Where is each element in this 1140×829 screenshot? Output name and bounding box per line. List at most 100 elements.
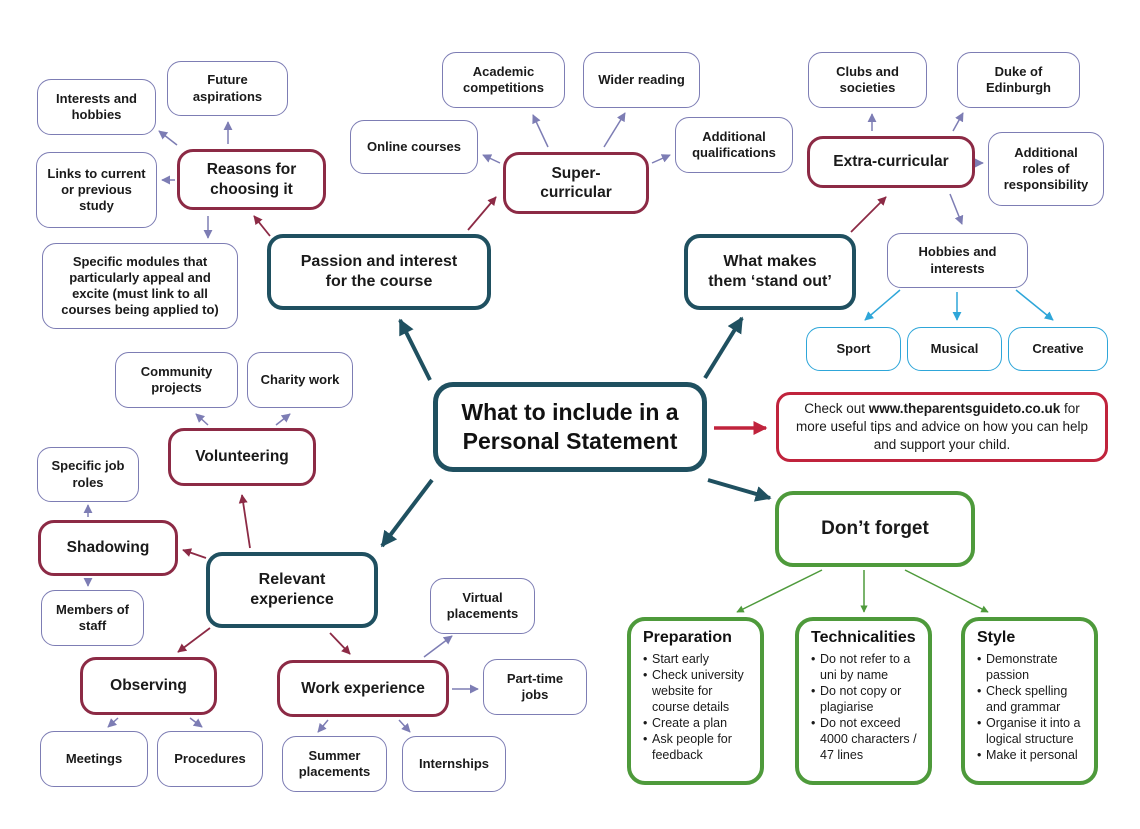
technicalities-list: Do not refer to a uni by name Do not cop… xyxy=(811,651,918,763)
branch-dont-forget-label: Don’t forget xyxy=(821,518,929,540)
arrow-standout-extra xyxy=(850,196,887,233)
arrow-vol-charity xyxy=(275,413,291,426)
leaf-clubs-societies-label: Clubs and societies xyxy=(836,63,899,95)
info-url-link[interactable]: www.theparentsguideto.co.uk xyxy=(868,401,1061,416)
leaf-links-study: Links to current or previous study xyxy=(36,152,157,228)
arrow-center-passion xyxy=(398,318,432,381)
arrow-relevant-work xyxy=(329,632,351,655)
leaf-interests-hobbies-label: Interests and hobbies xyxy=(56,90,137,122)
branch-passion-label: Passion and interest for the course xyxy=(300,253,458,290)
info-text: Check out www.theparentsguideto.co.uk fo… xyxy=(789,400,1095,454)
center-title: What to include in a Personal Statement xyxy=(461,399,679,454)
leaf-summer-placements-label: Summer placements xyxy=(298,747,371,779)
leaf-specific-modules: Specific modules that particularly appea… xyxy=(42,243,238,329)
box-technicalities: Technicalities Do not refer to a uni by … xyxy=(795,617,932,785)
leaf-future-aspirations: Future aspirations xyxy=(167,61,288,116)
leaf-part-time-jobs: Part-time jobs xyxy=(483,659,587,715)
sub-work-experience-label: Work experience xyxy=(301,679,425,697)
sub-reasons: Reasons for choosing it xyxy=(177,149,326,210)
leaf-roles-responsibility-label: Additional roles of responsibility xyxy=(1003,144,1089,193)
leaf-interests-hobbies: Interests and hobbies xyxy=(37,79,156,135)
preparation-item: Create a plan xyxy=(643,715,750,731)
sub-extra-label: Extra-curricular xyxy=(833,153,949,171)
leaf-community-projects: Community projects xyxy=(115,352,238,408)
leaf-sport-label: Sport xyxy=(836,340,871,356)
leaf-procedures-label: Procedures xyxy=(174,750,246,766)
sub-shadowing: Shadowing xyxy=(38,520,178,576)
arrow-df-style xyxy=(904,569,989,613)
arrow-hobbies-sport xyxy=(864,289,901,321)
branch-relevant-label: Relevant experience xyxy=(250,571,334,608)
sub-observing-label: Observing xyxy=(110,677,187,695)
leaf-roles-responsibility: Additional roles of responsibility xyxy=(988,132,1104,206)
info-suffix: for more useful tips and advice on how y… xyxy=(796,401,1088,452)
leaf-summer-placements: Summer placements xyxy=(282,736,387,792)
leaf-members-staff-label: Members of staff xyxy=(56,601,129,633)
branch-stand-out-label: What makes them ‘stand out’ xyxy=(708,253,832,290)
arrow-vol-community xyxy=(195,413,209,426)
box-style: Style Demonstrate passion Check spelling… xyxy=(961,617,1098,785)
branch-dont-forget: Don’t forget xyxy=(775,491,975,567)
sub-super-label: Super- curricular xyxy=(540,164,612,201)
leaf-clubs-societies: Clubs and societies xyxy=(808,52,927,108)
sub-super-curricular: Super- curricular xyxy=(503,152,649,214)
leaf-members-staff: Members of staff xyxy=(41,590,144,646)
arrow-extra-duke xyxy=(952,112,964,132)
sub-extra-curricular: Extra-curricular xyxy=(807,136,975,188)
arrow-relevant-shadowing xyxy=(182,548,207,559)
sub-shadowing-label: Shadowing xyxy=(66,539,150,557)
style-list: Demonstrate passion Check spelling and g… xyxy=(977,651,1084,763)
leaf-part-time-jobs-label: Part-time jobs xyxy=(506,670,564,702)
style-item: Check spelling and grammar xyxy=(977,683,1084,715)
sub-observing: Observing xyxy=(80,657,217,715)
arrow-df-preparation xyxy=(736,569,823,613)
leaf-community-projects-label: Community projects xyxy=(140,363,213,395)
leaf-duke-edinburgh-label: Duke of Edinburgh xyxy=(986,63,1051,95)
leaf-wider-reading-label: Wider reading xyxy=(598,71,685,87)
leaf-internships-label: Internships xyxy=(418,755,490,771)
branch-passion: Passion and interest for the course xyxy=(267,234,491,310)
leaf-meetings-label: Meetings xyxy=(65,750,123,766)
leaf-musical: Musical xyxy=(907,327,1002,371)
center-node: What to include in a Personal Statement xyxy=(433,382,707,472)
arrow-center-relevant xyxy=(380,478,434,548)
style-item: Demonstrate passion xyxy=(977,651,1084,683)
technicalities-item: Do not exceed 4000 characters / 47 lines xyxy=(811,715,918,763)
leaf-additional-qualifications: Additional qualifications xyxy=(675,117,793,173)
leaf-additional-qualifications-label: Additional qualifications xyxy=(692,128,776,160)
leaf-academic-competitions-label: Academic competitions xyxy=(463,63,544,95)
leaf-creative-label: Creative xyxy=(1032,340,1084,356)
style-item: Organise it into a logical structure xyxy=(977,715,1084,747)
arrow-relevant-volunteering xyxy=(238,494,251,549)
leaf-hobbies-interests-label: Hobbies and interests xyxy=(918,244,997,276)
sub-volunteering-label: Volunteering xyxy=(195,448,289,466)
technicalities-title: Technicalities xyxy=(811,629,916,646)
leaf-creative: Creative xyxy=(1008,327,1108,371)
arrow-super-academic xyxy=(532,114,549,148)
leaf-academic-competitions: Academic competitions xyxy=(442,52,565,108)
sub-volunteering: Volunteering xyxy=(168,428,316,486)
preparation-list: Start early Check university website for… xyxy=(643,651,750,763)
leaf-future-aspirations-label: Future aspirations xyxy=(192,72,263,104)
leaf-charity-work: Charity work xyxy=(247,352,353,408)
leaf-duke-edinburgh: Duke of Edinburgh xyxy=(957,52,1080,108)
preparation-item: Check university website for course deta… xyxy=(643,667,750,715)
arrow-hobbies-creative xyxy=(1015,289,1054,321)
leaf-wider-reading: Wider reading xyxy=(583,52,700,108)
arrow-obs-procedures xyxy=(189,717,203,728)
leaf-links-study-label: Links to current or previous study xyxy=(47,165,146,214)
leaf-specific-job-roles-label: Specific job roles xyxy=(51,458,125,490)
arrow-work-virtual xyxy=(423,635,453,658)
arrow-passion-reasons xyxy=(253,215,271,237)
arrow-work-summer xyxy=(317,719,329,733)
leaf-meetings: Meetings xyxy=(40,731,148,787)
leaf-procedures: Procedures xyxy=(157,731,263,787)
arrow-extra-hobbies xyxy=(949,193,964,225)
leaf-hobbies-interests: Hobbies and interests xyxy=(887,233,1028,288)
preparation-title: Preparation xyxy=(643,629,732,646)
technicalities-item: Do not copy or plagiarise xyxy=(811,683,918,715)
arrow-center-dont-forget xyxy=(707,478,772,502)
arrow-passion-super xyxy=(467,196,497,231)
leaf-internships: Internships xyxy=(402,736,506,792)
